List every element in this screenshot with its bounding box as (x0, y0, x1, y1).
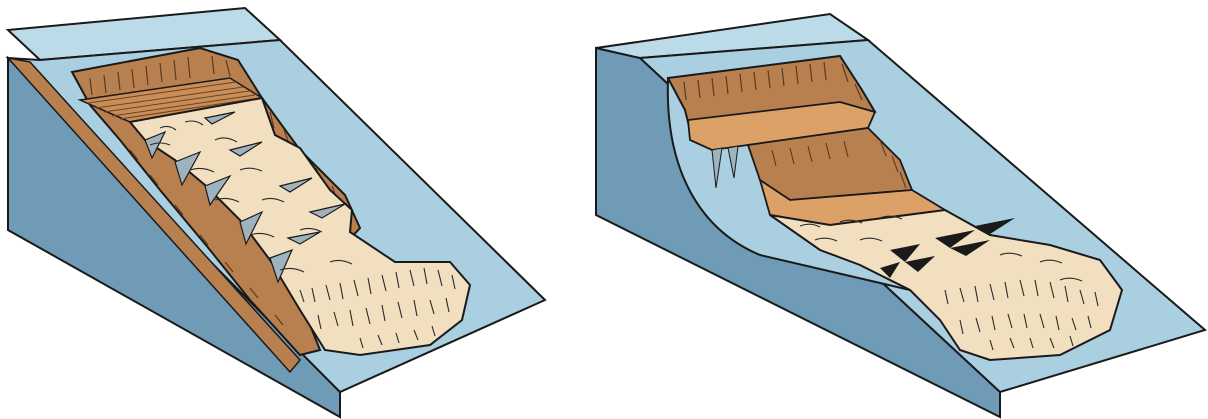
panel-translational-slide (8, 8, 545, 417)
panel-rotational-slide (596, 14, 1205, 417)
